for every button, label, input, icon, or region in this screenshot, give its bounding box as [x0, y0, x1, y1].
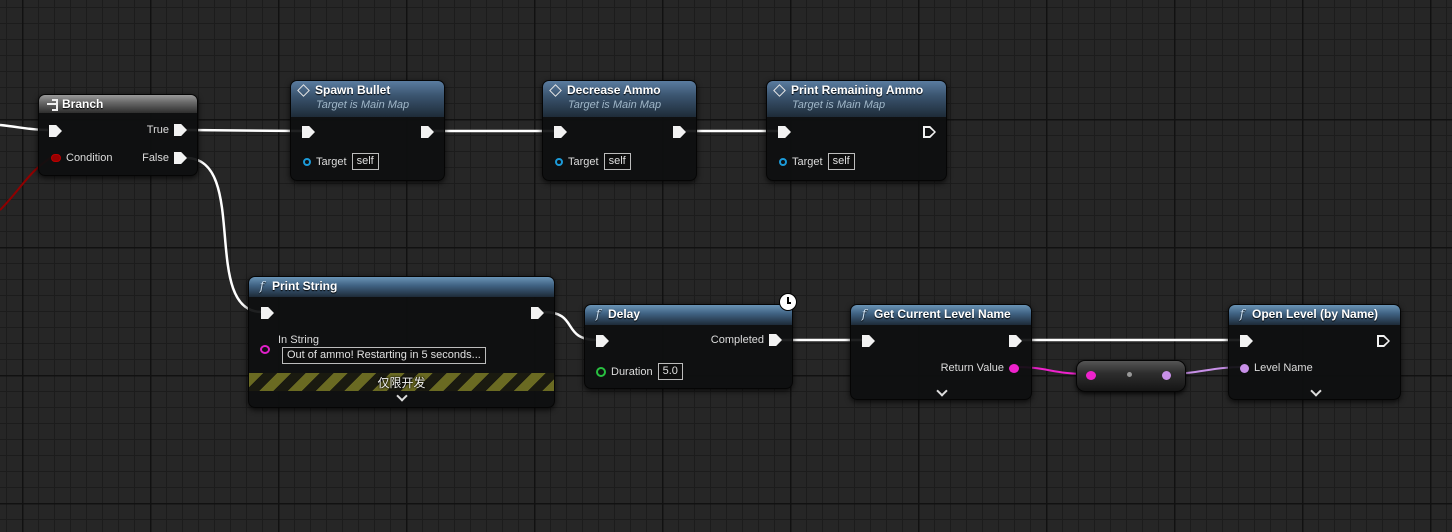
target-value[interactable]: self	[351, 153, 379, 170]
string-to-name-conversion-node[interactable]	[1076, 360, 1186, 392]
spawn-bullet-title: Spawn Bullet	[315, 83, 391, 97]
decrease-ammo-exec-out[interactable]	[673, 126, 686, 138]
get-level-name-header[interactable]: f Get Current Level Name	[851, 305, 1031, 325]
branch-true-pin[interactable]	[174, 124, 187, 136]
get-level-name-exec-out[interactable]	[1009, 335, 1022, 347]
branch-node-header[interactable]: Branch	[39, 95, 197, 113]
in-string-value[interactable]: Out of ammo! Restarting in 5 seconds...	[282, 347, 486, 364]
print-remaining-header[interactable]: Print Remaining Ammo Target is Main Map	[767, 81, 946, 117]
exec-wire-true	[185, 128, 303, 133]
print-remaining-exec-out[interactable]	[923, 126, 936, 138]
target-label: Target	[568, 155, 599, 168]
branch-true-label: True	[146, 124, 169, 136]
spawn-bullet-node[interactable]: Spawn Bullet Target is Main Map Target s…	[290, 80, 445, 181]
duration-pin[interactable]	[596, 366, 606, 377]
conversion-output-pin[interactable]	[1162, 371, 1171, 380]
decrease-ammo-node[interactable]: Decrease Ammo Target is Main Map Target …	[542, 80, 697, 181]
spawn-bullet-header[interactable]: Spawn Bullet Target is Main Map	[291, 81, 444, 117]
decrease-ammo-subtitle: Target is Main Map	[568, 99, 662, 111]
open-level-header[interactable]: f Open Level (by Name)	[1229, 305, 1400, 325]
level-name-pin[interactable]	[1240, 363, 1249, 373]
get-current-level-name-node[interactable]: f Get Current Level Name Return Value	[850, 304, 1032, 400]
print-string-node[interactable]: f Print String In String Out of ammo! Res…	[248, 276, 555, 408]
decrease-ammo-header[interactable]: Decrease Ammo Target is Main Map	[543, 81, 696, 117]
print-remaining-exec-in[interactable]	[778, 126, 791, 138]
print-string-title: Print String	[272, 279, 338, 293]
return-value-pin[interactable]	[1009, 363, 1019, 373]
function-icon: f	[595, 307, 601, 321]
open-level-title: Open Level (by Name)	[1252, 307, 1379, 321]
condition-label: Condition	[66, 152, 113, 164]
delay-title: Delay	[608, 307, 641, 321]
get-level-name-exec-in[interactable]	[862, 335, 875, 347]
delay-node[interactable]: f Delay Completed Duration 5.0	[584, 304, 793, 389]
open-level-exec-out[interactable]	[1377, 335, 1390, 347]
target-label: Target	[792, 155, 823, 168]
decrease-ammo-exec-in[interactable]	[554, 126, 567, 138]
development-only-banner: 仅限开发	[249, 373, 554, 391]
decrease-ammo-title: Decrease Ammo	[567, 83, 661, 97]
chevron-down-icon[interactable]	[936, 385, 948, 397]
target-pin[interactable]	[555, 157, 563, 166]
branch-node[interactable]: Branch True Condition False	[38, 94, 198, 176]
function-icon: f	[1239, 307, 1245, 321]
development-only-label: 仅限开发	[377, 375, 426, 390]
branch-title: Branch	[62, 97, 104, 111]
print-remaining-ammo-node[interactable]: Print Remaining Ammo Target is Main Map …	[766, 80, 947, 181]
conversion-input-pin[interactable]	[1086, 371, 1096, 380]
delay-header[interactable]: f Delay	[585, 305, 792, 325]
print-remaining-title: Print Remaining Ammo	[791, 83, 924, 97]
event-diamond-icon	[773, 83, 786, 97]
spawn-bullet-subtitle: Target is Main Map	[316, 99, 410, 111]
branch-false-label: False	[142, 152, 169, 164]
completed-pin[interactable]	[769, 334, 782, 346]
branch-exec-in-pin[interactable]	[49, 125, 62, 137]
delay-exec-in[interactable]	[596, 335, 609, 347]
duration-label: Duration	[611, 365, 653, 378]
target-label: Target	[316, 155, 347, 168]
open-level-node[interactable]: f Open Level (by Name) Level Name	[1228, 304, 1401, 400]
target-pin[interactable]	[779, 157, 787, 166]
target-pin[interactable]	[303, 157, 311, 166]
branch-icon	[47, 99, 58, 111]
print-string-exec-out[interactable]	[531, 307, 544, 319]
function-icon: f	[259, 279, 265, 293]
open-level-exec-in[interactable]	[1240, 335, 1253, 347]
spawn-bullet-exec-out[interactable]	[421, 126, 434, 138]
branch-false-pin[interactable]	[174, 152, 187, 164]
get-level-name-title: Get Current Level Name	[874, 307, 1011, 321]
function-icon: f	[861, 307, 867, 321]
in-string-label: In String	[278, 334, 319, 346]
return-value-label: Return Value	[940, 362, 1004, 374]
in-string-pin[interactable]	[260, 345, 270, 354]
chevron-down-icon[interactable]	[396, 390, 408, 402]
level-name-label: Level Name	[1254, 362, 1313, 374]
print-string-header[interactable]: f Print String	[249, 277, 554, 297]
target-value[interactable]: self	[827, 153, 855, 170]
duration-value[interactable]: 5.0	[657, 363, 683, 380]
chevron-down-icon[interactable]	[1310, 385, 1322, 397]
print-string-exec-in[interactable]	[261, 307, 274, 319]
event-diamond-icon	[297, 83, 310, 97]
event-diamond-icon	[549, 83, 562, 97]
clock-icon	[779, 293, 797, 311]
completed-label: Completed	[710, 334, 764, 346]
print-remaining-subtitle: Target is Main Map	[792, 99, 886, 111]
condition-pin[interactable]	[51, 154, 61, 162]
spawn-bullet-exec-in[interactable]	[302, 126, 315, 138]
target-value[interactable]: self	[603, 153, 631, 170]
conversion-center-dot	[1127, 372, 1132, 377]
